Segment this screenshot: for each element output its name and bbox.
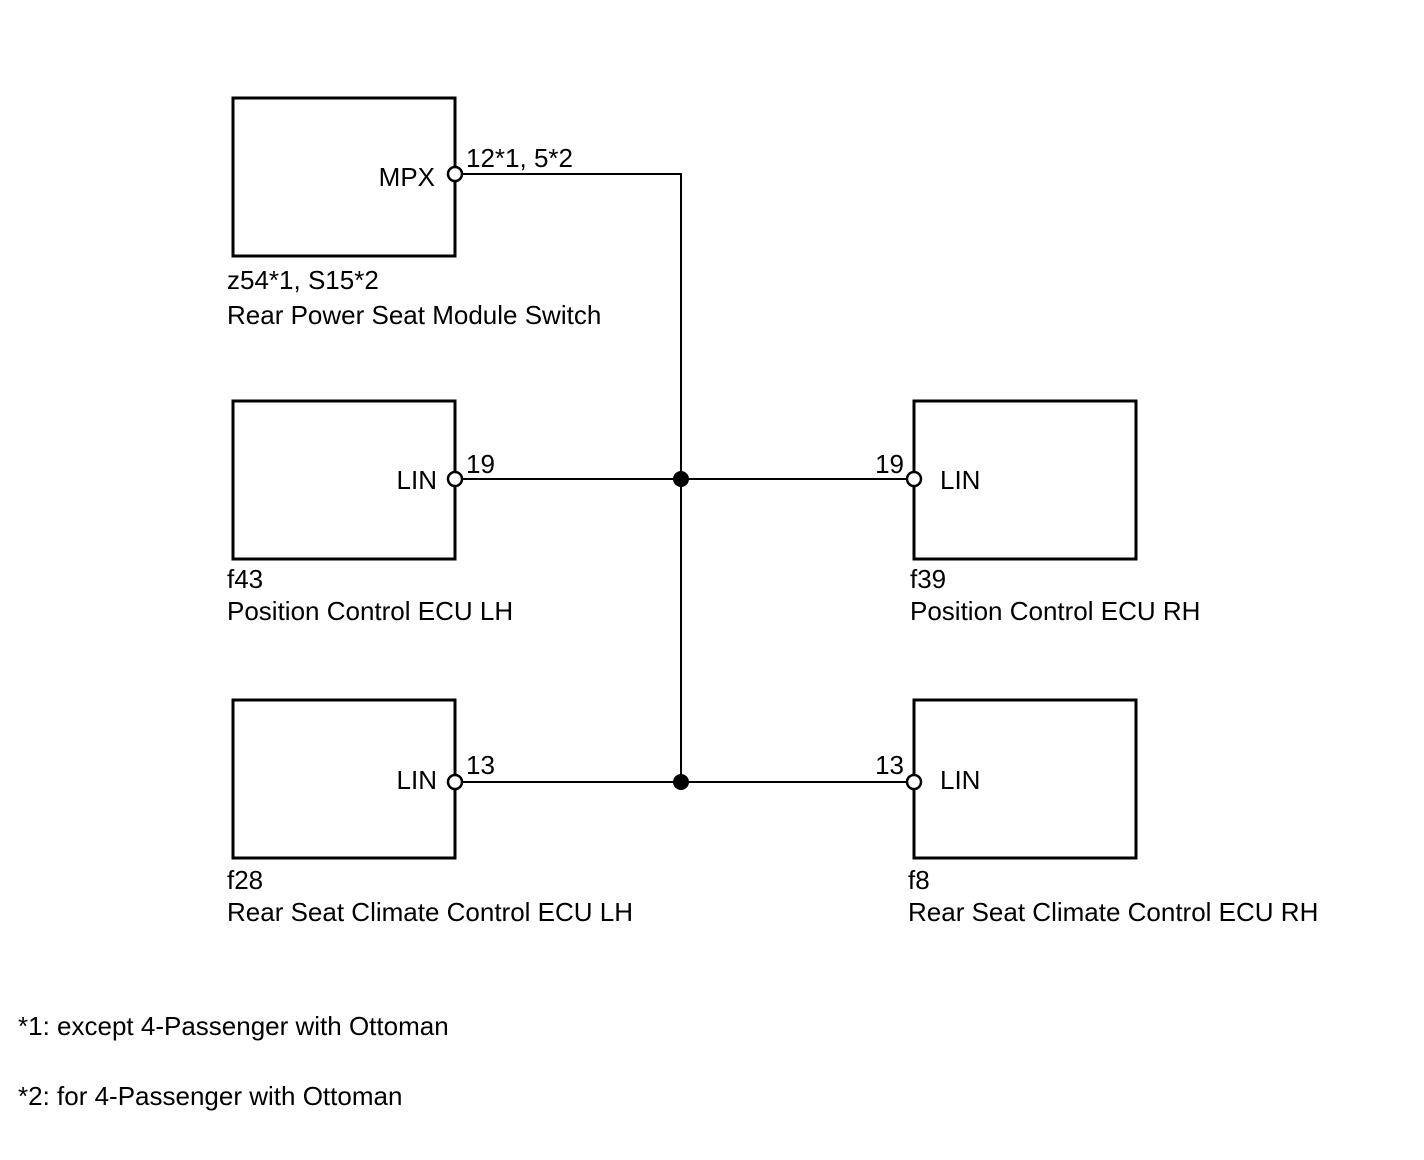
signal-label: MPX — [379, 162, 435, 192]
pin-terminal — [446, 773, 464, 791]
wire-mpx-trunk — [463, 173, 682, 782]
component-name: Position Control ECU LH — [227, 596, 513, 626]
connector-code: f28 — [227, 865, 263, 895]
component-box — [231, 96, 457, 258]
junction-dot-lower — [673, 774, 689, 790]
footnote-2: *2: for 4-Passenger with Ottoman — [18, 1081, 402, 1111]
component-box — [231, 698, 457, 860]
footnotes: *1: except 4-Passenger with Ottoman *2: … — [18, 1011, 449, 1111]
signal-label: LIN — [397, 465, 437, 495]
connector-code: z54*1, S15*2 — [227, 265, 379, 295]
pin-terminal — [446, 165, 464, 183]
pin-number: 19 — [875, 449, 904, 479]
component-position-ecu-lh: LIN 19 f43 Position Control ECU LH — [227, 399, 513, 626]
signal-label: LIN — [397, 765, 437, 795]
connector-code: f43 — [227, 564, 263, 594]
component-name: Position Control ECU RH — [910, 596, 1200, 626]
signal-label: LIN — [940, 465, 980, 495]
pin-number: 13 — [875, 750, 904, 780]
pin-number: 13 — [466, 750, 495, 780]
component-box — [231, 399, 457, 561]
component-box — [912, 698, 1138, 860]
pin-number: 19 — [466, 449, 495, 479]
signal-label: LIN — [940, 765, 980, 795]
footnote-1: *1: except 4-Passenger with Ottoman — [18, 1011, 449, 1041]
component-box — [912, 399, 1138, 561]
component-name: Rear Seat Climate Control ECU LH — [227, 897, 633, 927]
pin-number: 12*1, 5*2 — [466, 143, 573, 173]
pin-terminal — [905, 470, 923, 488]
component-rear-power-seat-switch: MPX 12*1, 5*2 z54*1, S15*2 Rear Power Se… — [227, 96, 601, 330]
pin-terminal — [905, 773, 923, 791]
pin-terminal — [446, 470, 464, 488]
component-position-ecu-rh: LIN 19 f39 Position Control ECU RH — [875, 399, 1200, 626]
junction-dot-upper — [673, 471, 689, 487]
component-name: Rear Power Seat Module Switch — [227, 300, 601, 330]
connector-code: f8 — [908, 865, 930, 895]
component-climate-ecu-lh: LIN 13 f28 Rear Seat Climate Control ECU… — [227, 698, 633, 927]
component-climate-ecu-rh: LIN 13 f8 Rear Seat Climate Control ECU … — [875, 698, 1318, 927]
wires — [463, 173, 907, 783]
connector-code: f39 — [910, 564, 946, 594]
component-name: Rear Seat Climate Control ECU RH — [908, 897, 1318, 927]
